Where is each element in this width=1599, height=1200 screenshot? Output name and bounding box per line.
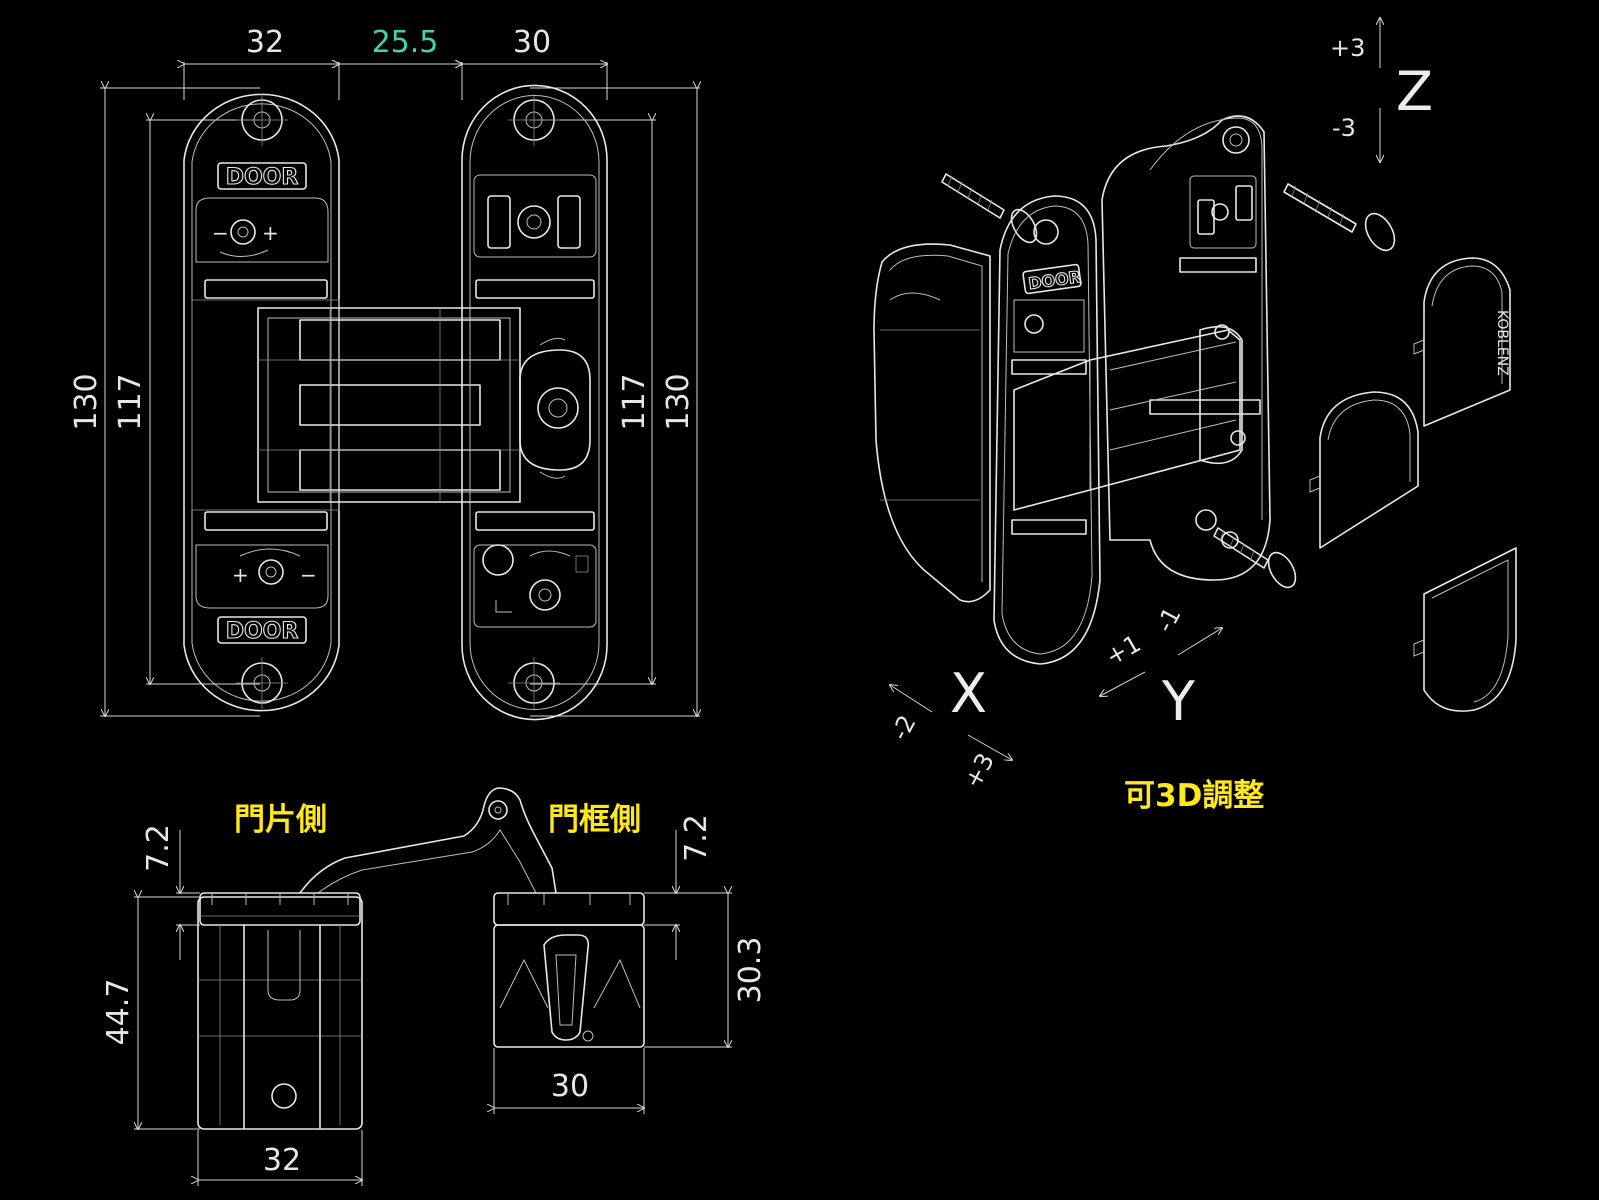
z-plus-label: +3	[1330, 34, 1365, 62]
dim-width-left: 32	[246, 25, 284, 60]
y-axis-label: Y	[1161, 670, 1196, 733]
iso-view: +3 -3 Z X -2 +3 Y +1 -1 可3D調整	[873, 18, 1517, 814]
svg-text:+: +	[262, 221, 279, 245]
svg-text:−: −	[300, 563, 317, 587]
dim-side-right-width: 30	[551, 1069, 589, 1104]
front-view: 32 25.5 30 130 117 117 130	[69, 25, 700, 721]
adjust-screw-icon	[258, 559, 284, 585]
dim-side-right-top: 7.2	[679, 814, 714, 862]
side-view: 門片側 門框側	[101, 787, 768, 1186]
iso-arm	[1013, 324, 1246, 511]
svg-text:+: +	[232, 563, 249, 587]
cam-screw-icon	[537, 387, 579, 429]
iso-screw-hole-icon	[1033, 219, 1059, 245]
dim-side-left-top: 7.2	[141, 824, 176, 872]
svg-text:−: −	[212, 221, 229, 245]
hinge-arm	[257, 307, 521, 503]
side-left-dimensions: 7.2 44.7 32	[101, 824, 362, 1186]
iso-door-plate: DOOR	[993, 195, 1101, 665]
y-axis-indicator: Y +1 -1	[1100, 603, 1222, 733]
screw-upper-right	[1283, 183, 1396, 252]
door-side-label: 門片側	[234, 802, 327, 838]
hex-screw-icon	[529, 579, 561, 611]
side-arm	[299, 787, 557, 894]
brand-text: KOBLENZ	[1494, 310, 1510, 376]
front-left-dimensions: 130 117	[69, 88, 260, 716]
x-plus-label: +3	[959, 748, 1000, 792]
door-label-bottom: DOOR	[226, 619, 299, 644]
dim-gap-center: 25.5	[372, 25, 439, 60]
z-axis-label: Z	[1396, 60, 1433, 123]
frame-side-label: 門框側	[548, 802, 641, 838]
dim-side-left-width: 32	[263, 1143, 301, 1178]
dim-height-outer-left: 130	[69, 373, 104, 430]
hex-screw-icon	[517, 205, 551, 239]
front-top-dimensions: 32 25.5 30	[184, 25, 607, 100]
x-axis-indicator: X -2 +3	[886, 662, 1012, 793]
dim-height-inner-left: 117	[113, 373, 148, 430]
dim-width-right: 30	[513, 25, 551, 60]
door-label-top: DOOR	[226, 165, 299, 190]
dim-height-inner-right: 117	[617, 373, 652, 430]
y-plus-label: +1	[1101, 629, 1146, 671]
pivot-icon	[488, 800, 508, 820]
side-right-dimensions: 7.2 30.3 30	[494, 814, 768, 1114]
y-minus-label: -1	[1151, 603, 1187, 637]
hex-screw-icon	[482, 544, 514, 576]
3d-adjust-caption: 可3D調整	[1124, 778, 1264, 814]
dim-height-outer-right: 130	[661, 373, 696, 430]
cover-cap-middle	[1309, 391, 1419, 549]
cover-cap-bottom	[1413, 547, 1517, 712]
frame-side-body	[493, 892, 645, 1048]
side-screw-icon	[271, 1083, 297, 1109]
iso-frame-plate	[1101, 115, 1271, 581]
cover-cap-top: KOBLENZ	[1413, 257, 1511, 427]
front-right-dimensions: 117 130	[530, 88, 700, 716]
frame-plate	[461, 84, 608, 721]
x-minus-label: -2	[886, 711, 922, 745]
iso-housing-left	[873, 243, 991, 603]
screw-upper-left	[941, 173, 1038, 244]
z-minus-label: -3	[1332, 114, 1356, 142]
x-axis-label: X	[950, 662, 987, 725]
screw-lower	[1213, 527, 1297, 589]
adjust-screw-icon	[230, 219, 256, 245]
iso-screw-hole-icon	[1222, 126, 1250, 154]
dim-side-right-total: 30.3	[733, 937, 768, 1004]
door-side-body	[197, 892, 363, 1130]
door-plate: DOOR DOOR − + + −	[183, 93, 340, 712]
dim-side-left-total: 44.7	[101, 979, 136, 1046]
z-axis-indicator: +3 -3 Z	[1330, 18, 1433, 162]
